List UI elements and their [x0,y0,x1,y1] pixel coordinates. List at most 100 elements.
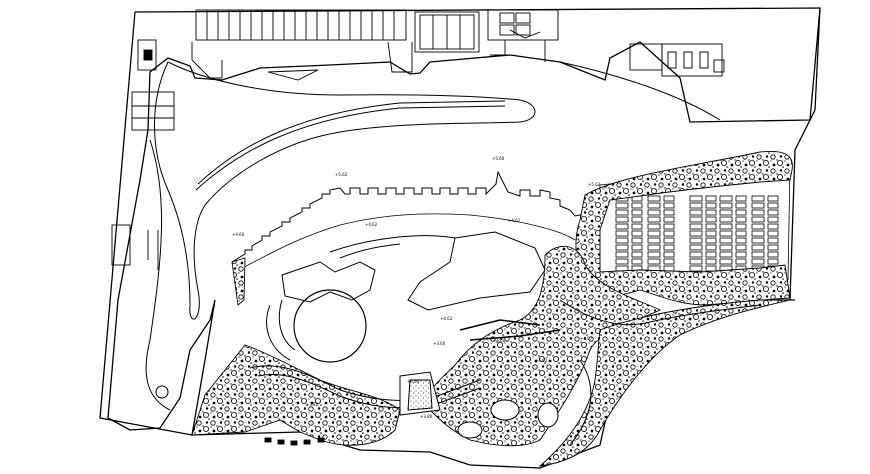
parking-stall [689,258,703,265]
parking-stall [705,230,717,237]
parking-stall [689,237,703,244]
parking-stall [735,244,747,251]
parking-stall [751,195,765,202]
parking-stall [767,251,779,258]
level-label: +4.60 [232,232,245,237]
parking-stall [767,209,779,216]
parking-stall [647,230,661,237]
top-parking-row [191,9,413,79]
entrance-building [487,9,559,62]
parking-stall [751,202,765,209]
parking-stall [767,258,779,265]
parking-stall [615,209,629,216]
parking-stall [719,216,733,223]
level-label: +4.62 [508,218,521,223]
parking-stall [689,209,703,216]
parking-stall [631,251,643,258]
parking-stall [719,237,733,244]
dome-building [293,289,367,363]
parking-stall [631,202,643,209]
parking-stall [735,195,747,202]
parking-stall [615,230,629,237]
parking-stall [767,216,779,223]
level-label: +5.62 [335,172,348,177]
parking-stall [735,258,747,265]
level-label: +5.60 [492,156,505,161]
parking-stall [647,216,661,223]
garden-paths [249,299,761,446]
parking-stall [735,237,747,244]
level-label: +4.62 [365,222,378,227]
level-label: +4.62 [440,316,453,321]
parking-stall [615,244,629,251]
parking-stall [705,237,717,244]
parking-stall [689,216,703,223]
parking-stall [735,223,747,230]
parking-stall [647,244,661,251]
parking-stall [719,195,733,202]
parking-stall [719,251,733,258]
level-label: +3.80 [420,414,433,419]
parking-stall [647,202,661,209]
parking-stall [719,223,733,230]
parking-stall [705,258,717,265]
site-boundary-west [99,11,193,436]
site-boundary-east [789,7,821,301]
parking-stall [767,244,779,251]
parking-stall [735,209,747,216]
parking-stall [719,230,733,237]
parking-stall [647,223,661,230]
parking-stall [719,209,733,216]
parking-stall [689,244,703,251]
parking-stall [689,195,703,202]
parking-stall [767,202,779,209]
parking-stall [663,209,675,216]
parking-stall [631,230,643,237]
inner-wall [237,213,576,271]
parking-stall [735,251,747,258]
parking-stall [767,237,779,244]
parking-stall [705,202,717,209]
parking-stall [735,202,747,209]
parking-stall [615,237,629,244]
west-gate-building [111,39,175,270]
parking-stall [631,216,643,223]
parking-stall [631,209,643,216]
parking-stall [767,230,779,237]
level-label: +3.80 [306,402,319,407]
parking-stall [735,216,747,223]
parking-stall [663,195,675,202]
parking-stall [751,223,765,230]
parking-stall [663,230,675,237]
parking-stall [719,258,733,265]
parking-stall [663,265,675,272]
landscape-planting [191,150,793,467]
parking-stall [615,258,629,265]
parking-stall [751,237,765,244]
access-road [145,61,721,411]
parking-stall [689,230,703,237]
parking-stall [631,244,643,251]
level-label: +4.57 [580,336,593,341]
planting-east-band [575,150,793,306]
parking-stall [705,251,717,258]
parking-stall [751,216,765,223]
parking-stall [767,223,779,230]
parking-stall [631,237,643,244]
parking-stall [663,216,675,223]
level-annotations: +5.60 +5.62 +5.62 +4.62 +4.60 +4.62 +3.6… [232,156,601,419]
southwest-features [264,437,325,446]
parking-stall [751,258,765,265]
level-label: +4.60 [493,338,506,343]
parking-stall [751,251,765,258]
parking-stall [663,223,675,230]
level-label: +3.60 [433,341,446,346]
parking-stall [689,265,703,272]
crenellated-wall [231,170,586,263]
parking-stall [663,251,675,258]
parking-stall [705,223,717,230]
parking-stall [705,265,717,272]
central-building [266,231,546,363]
parking-stall [615,202,629,209]
